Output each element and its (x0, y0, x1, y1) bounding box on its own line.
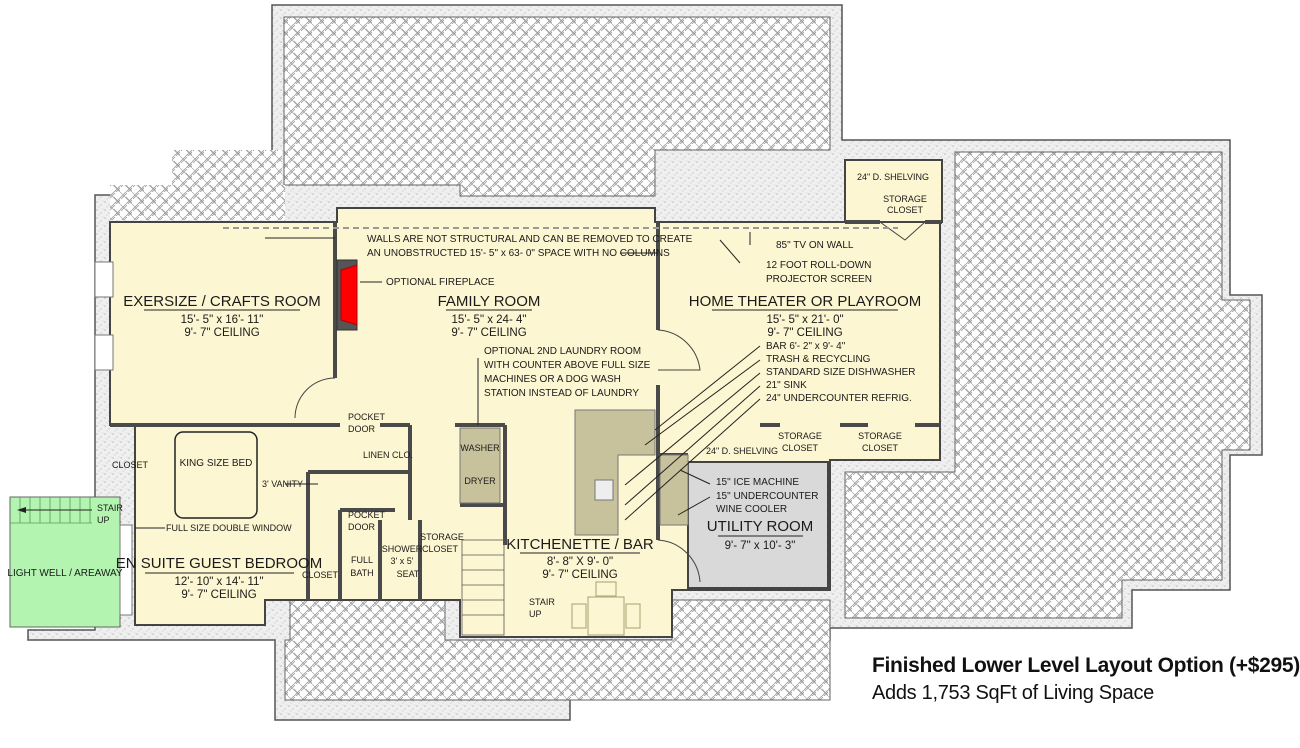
room-size: 15'- 5" x 24- 4" (452, 314, 527, 326)
light-well-label: LIGHT WELL / AREAWAY (7, 568, 123, 579)
plan-caption: Finished Lower Level Layout Option (+$29… (872, 652, 1300, 706)
ice-machine-note: 15" ICE MACHINE (716, 477, 799, 488)
room-ceiling: 9'- 7" CEILING (451, 327, 526, 339)
laundry-note-1: OPTIONAL 2ND LAUNDRY ROOM (484, 346, 641, 357)
up-label-lightwell: UP (97, 515, 110, 525)
room-size: 12'- 10" x 14'- 11" (174, 576, 263, 588)
closet-label-bedroom: CLOSET (112, 460, 149, 470)
room-ceiling: 9'- 7" CEILING (767, 327, 842, 339)
bar-item-1: BAR 6'- 2" x 9'- 4" (766, 341, 846, 352)
room-ceiling: 9'- 7" CEILING (184, 327, 259, 339)
room-size: 15'- 5" x 21'- 0" (766, 314, 843, 326)
room-name: KITCHENETTE / BAR (506, 536, 654, 553)
windows (94, 261, 133, 616)
caption-title: Finished Lower Level Layout Option (+$29… (872, 654, 1300, 677)
fireplace-icon (336, 259, 358, 331)
closet-label-2: CLOSET (862, 443, 899, 453)
guest-bedroom: EN SUITE GUEST BEDROOM 12'- 10" x 14'- 1… (116, 555, 322, 601)
seat-label: SEAT (397, 569, 420, 579)
room-name: HOME THEATER OR PLAYROOM (689, 293, 922, 310)
bar-item-5: 24" UNDERCOUNTER REFRIG. (766, 393, 912, 404)
room-name: FAMILY ROOM (438, 293, 541, 310)
bath-label: BATH (350, 568, 373, 578)
room-size: 9'- 7" x 10'- 3" (725, 540, 796, 552)
dryer-label: DRYER (464, 476, 496, 486)
dining-table-icon (571, 581, 641, 636)
projector-note-2: PROJECTOR SCREEN (766, 274, 872, 285)
closet-label-top: CLOSET (887, 205, 924, 215)
family-room: FAMILY ROOM 15'- 5" x 24- 4" 9'- 7" CEIL… (438, 293, 541, 339)
bar-item-2: TRASH & RECYCLING (766, 354, 871, 365)
shelving-label-top: 24" D. SHELVING (857, 172, 929, 182)
full-label: FULL (351, 555, 373, 565)
pocket-label-2: POCKET (348, 510, 386, 520)
king-bed-icon (174, 431, 258, 519)
storage-closet-label-2: CLOSET (422, 544, 459, 554)
bar-item-3: STANDARD SIZE DISHWASHER (766, 367, 915, 378)
kitchenette: KITCHENETTE / BAR 8'- 8" X 9'- 0" 9'- 7"… (506, 536, 654, 581)
door-label-1: DOOR (348, 424, 376, 434)
room-size: 15'- 5" x 16'- 11" (181, 314, 264, 326)
door-label-2: DOOR (348, 522, 376, 532)
shelving-label-bottom: 24" D. SHELVING (706, 446, 778, 456)
fireplace-note: OPTIONAL FIREPLACE (386, 277, 495, 288)
room-name: EN SUITE GUEST BEDROOM (116, 555, 322, 572)
stair-label-interior: STAIR (529, 597, 555, 607)
room-size: 8'- 8" X 9'- 0" (547, 556, 613, 568)
wine-cooler-note-2: WINE COOLER (716, 504, 787, 515)
stair-label-lightwell: STAIR (97, 503, 123, 513)
laundry-note-3: MACHINES OR A DOG WASH (484, 374, 621, 385)
up-label-interior: UP (529, 609, 542, 619)
room-ceiling: 9'- 7" CEILING (542, 569, 617, 581)
caption-subtitle: Adds 1,753 SqFt of Living Space (872, 682, 1154, 704)
home-theater-room: HOME THEATER OR PLAYROOM 15'- 5" x 21'- … (689, 293, 922, 339)
closet-label-bath: CLOSET (302, 570, 339, 580)
laundry-note-4: STATION INSTEAD OF LAUNDRY (484, 388, 639, 399)
wine-cooler-note-1: 15" UNDERCOUNTER (716, 491, 818, 502)
storage-label-2: STORAGE (858, 431, 902, 441)
room-ceiling: 9'- 7" CEILING (181, 589, 256, 601)
vanity-note: 3' VANITY (262, 479, 303, 489)
unexcavated-areas (110, 16, 1251, 701)
storage-closet-label-1: STORAGE (420, 532, 464, 542)
washer-dryer (459, 427, 501, 504)
walls-note-line1: WALLS ARE NOT STRUCTURAL AND CAN BE REMO… (367, 234, 693, 245)
double-window-note: FULL SIZE DOUBLE WINDOW (166, 523, 292, 533)
stair-icon (461, 539, 505, 636)
shower-label: SHOWER (382, 544, 423, 554)
pocket-label-1: POCKET (348, 412, 386, 422)
storage-label-top: STORAGE (883, 194, 927, 204)
shower-size-label: 3' x 5' (391, 556, 414, 566)
room-name: EXERSIZE / CRAFTS ROOM (123, 293, 321, 310)
walls-note-line2: AN UNOBSTRUCTED 15'- 5" x 63- 0" SPACE W… (367, 248, 670, 259)
storage-label-1: STORAGE (778, 431, 822, 441)
exercise-room: EXERSIZE / CRAFTS ROOM 15'- 5" x 16'- 11… (123, 293, 321, 339)
washer-label: WASHER (460, 443, 500, 453)
laundry-note-2: WITH COUNTER ABOVE FULL SIZE (484, 360, 651, 371)
leader-lines (135, 227, 898, 529)
closet-label-1: CLOSET (782, 443, 819, 453)
utility-room-label: UTILITY ROOM 9'- 7" x 10'- 3" (707, 518, 813, 552)
light-well (9, 496, 121, 628)
bar-counter (574, 409, 689, 536)
bar-item-4: 21" SINK (766, 380, 807, 391)
king-bed-label: KING SIZE BED (180, 458, 253, 469)
linen-closet-label: LINEN CLO. (363, 450, 413, 460)
interior-walls (110, 220, 942, 600)
projector-note-1: 12 FOOT ROLL-DOWN (766, 260, 871, 271)
room-name: UTILITY ROOM (707, 518, 813, 535)
tv-note: 85" TV ON WALL (776, 240, 854, 251)
